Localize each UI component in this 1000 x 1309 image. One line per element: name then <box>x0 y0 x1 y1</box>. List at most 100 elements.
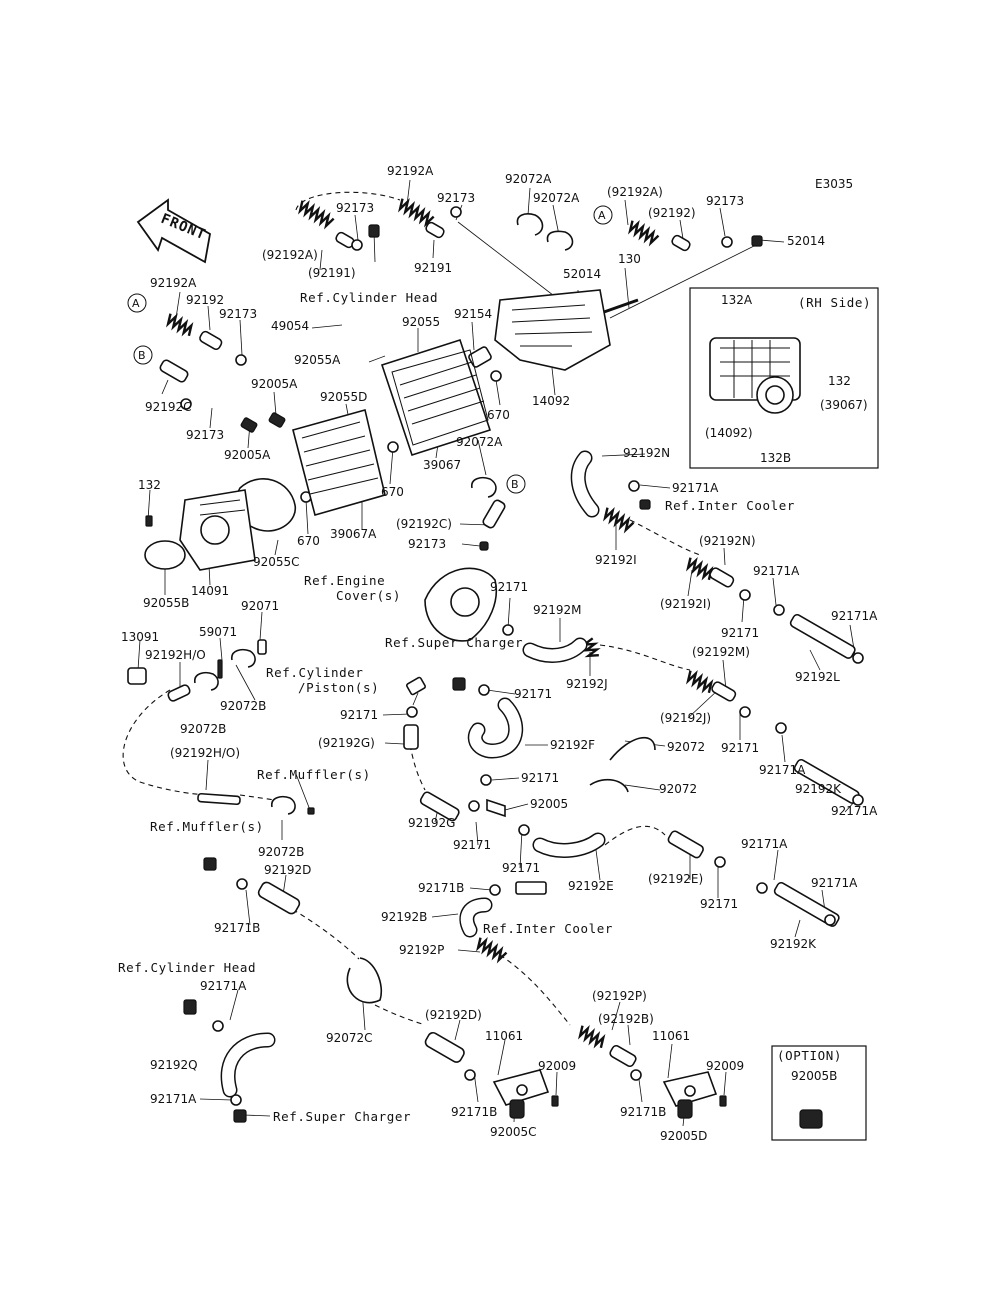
part-label: 92005 <box>530 797 568 811</box>
part-label: 92171A <box>200 979 247 993</box>
part-label: 92171B <box>620 1105 666 1119</box>
front-arrow-icon: FRONT <box>136 198 211 264</box>
flanges <box>492 1069 718 1119</box>
rh-side-cover-drawing <box>709 337 801 414</box>
cover-14091 <box>179 489 256 571</box>
part-label: 92171 <box>700 897 738 911</box>
part-label: 92009 <box>706 1059 744 1073</box>
part-label: 92192K <box>795 782 842 796</box>
part-label: 92171 <box>453 838 491 852</box>
part-label: 92154 <box>454 307 492 321</box>
part-label: 92072B <box>180 722 226 736</box>
part-label: (92192H/O) <box>170 746 240 760</box>
part-label: 92192A <box>150 276 197 290</box>
part-label: 92192D <box>264 863 311 877</box>
part-label: 92173 <box>408 537 446 551</box>
marker-b-mid: B <box>506 474 526 494</box>
part-label: (92192B) <box>598 1012 654 1026</box>
marker-a-top: A <box>593 205 613 225</box>
part-label: 92192J <box>566 677 608 691</box>
part-label: 14092 <box>532 394 570 408</box>
part-label: 92072A <box>505 172 552 186</box>
marker-b-left: B <box>133 345 153 365</box>
part-label: 39067 <box>423 458 461 472</box>
ref-cylinder-piston-line1: Ref.Cylinder <box>266 665 364 680</box>
part-label: 92055 <box>402 315 440 329</box>
part-label: 92072C <box>326 1031 373 1045</box>
part-label: 92171 <box>490 580 528 594</box>
part-label: 92072 <box>667 740 705 754</box>
marker-a-left-label: A <box>132 297 140 310</box>
part-label: (92192D) <box>425 1008 482 1022</box>
fittings <box>127 224 823 1129</box>
part-label: (92192G) <box>318 736 375 750</box>
part-label: 92192 <box>186 293 224 307</box>
part-labels: 92192A 92072A 92173 92173 92072A (92192A… <box>121 164 878 1143</box>
rh-side-detail-box <box>689 287 879 469</box>
ref-engine-cover-line1: Ref.Engine <box>304 573 385 588</box>
part-label: 92192N <box>623 446 670 460</box>
part-label: 92171A <box>811 876 858 890</box>
part-label: 92171 <box>340 708 378 722</box>
part-label: 92171A <box>741 837 788 851</box>
engine-cover-part <box>424 567 497 642</box>
part-label: 92171 <box>502 861 540 875</box>
cover-92055 <box>380 338 492 457</box>
part-label: (92192N) <box>699 534 756 548</box>
ref-engine-cover-line2: Cover(s) <box>336 588 401 603</box>
part-label: 92072B <box>258 845 304 859</box>
part-label: 92171 <box>514 687 552 701</box>
part-label: 92071 <box>241 599 279 613</box>
part-label: (92192E) <box>648 872 703 886</box>
ref-cylinder-head-bottom: Ref.Cylinder Head <box>118 960 256 975</box>
part-label: 52014 <box>787 234 825 248</box>
part-label: 92171A <box>753 564 800 578</box>
part-label: 59071 <box>199 625 237 639</box>
bent-hoses <box>220 450 606 1098</box>
part-label: (92192J) <box>660 711 711 725</box>
part-label: 92192G <box>408 816 455 830</box>
part-label: (92192I) <box>660 597 711 611</box>
part-label: (39067) <box>820 398 868 412</box>
part-label: 92192M <box>533 603 582 617</box>
part-label: 92171A <box>831 609 878 623</box>
ref-muffler-a: Ref.Muffler(s) <box>257 767 371 782</box>
springs <box>166 198 714 1049</box>
part-label: 92171A <box>150 1092 197 1106</box>
part-label: 92192L <box>795 670 840 684</box>
part-label: 92192K <box>770 937 817 951</box>
part-label: 92171A <box>672 481 719 495</box>
part-label: (92192) <box>648 206 696 220</box>
cylinder-cover-14092 <box>494 289 611 371</box>
ref-muffler-b: Ref.Muffler(s) <box>150 819 264 834</box>
part-label: 92171 <box>721 741 759 755</box>
tubes <box>159 221 860 1068</box>
marker-b-mid-label: B <box>511 478 519 491</box>
marker-a-top-label: A <box>598 209 606 222</box>
part-label: 92055D <box>320 390 367 404</box>
part-label: 92072A <box>533 191 580 205</box>
part-label: 92192H/O <box>145 648 206 662</box>
part-label: 92192P <box>399 943 444 957</box>
ref-super-charger-bottom: Ref.Super Charger <box>273 1109 411 1124</box>
part-label: 92171 <box>521 771 559 785</box>
part-label: (92191) <box>308 266 356 280</box>
part-label: 92005D <box>660 1129 707 1143</box>
part-label: 130 <box>618 252 641 266</box>
part-label: 92171B <box>418 881 464 895</box>
part-label: 13091 <box>121 630 159 644</box>
part-label: 92009 <box>538 1059 576 1073</box>
ref-super-charger-mid: Ref.Super Charger <box>385 635 523 650</box>
part-label: 132B <box>760 451 791 465</box>
part-label: (92192A) <box>262 248 318 262</box>
part-label: 670 <box>297 534 320 548</box>
part-label: 92192Q <box>150 1058 198 1072</box>
part-label: 92055C <box>253 555 300 569</box>
cover-92055d <box>292 409 386 516</box>
part-label: 92005A <box>251 377 298 391</box>
part-label: 92192B <box>381 910 427 924</box>
part-label: (92192P) <box>592 989 647 1003</box>
part-label: 92192C <box>145 400 192 414</box>
ref-cylinder-piston-line2: /Piston(s) <box>298 680 379 695</box>
